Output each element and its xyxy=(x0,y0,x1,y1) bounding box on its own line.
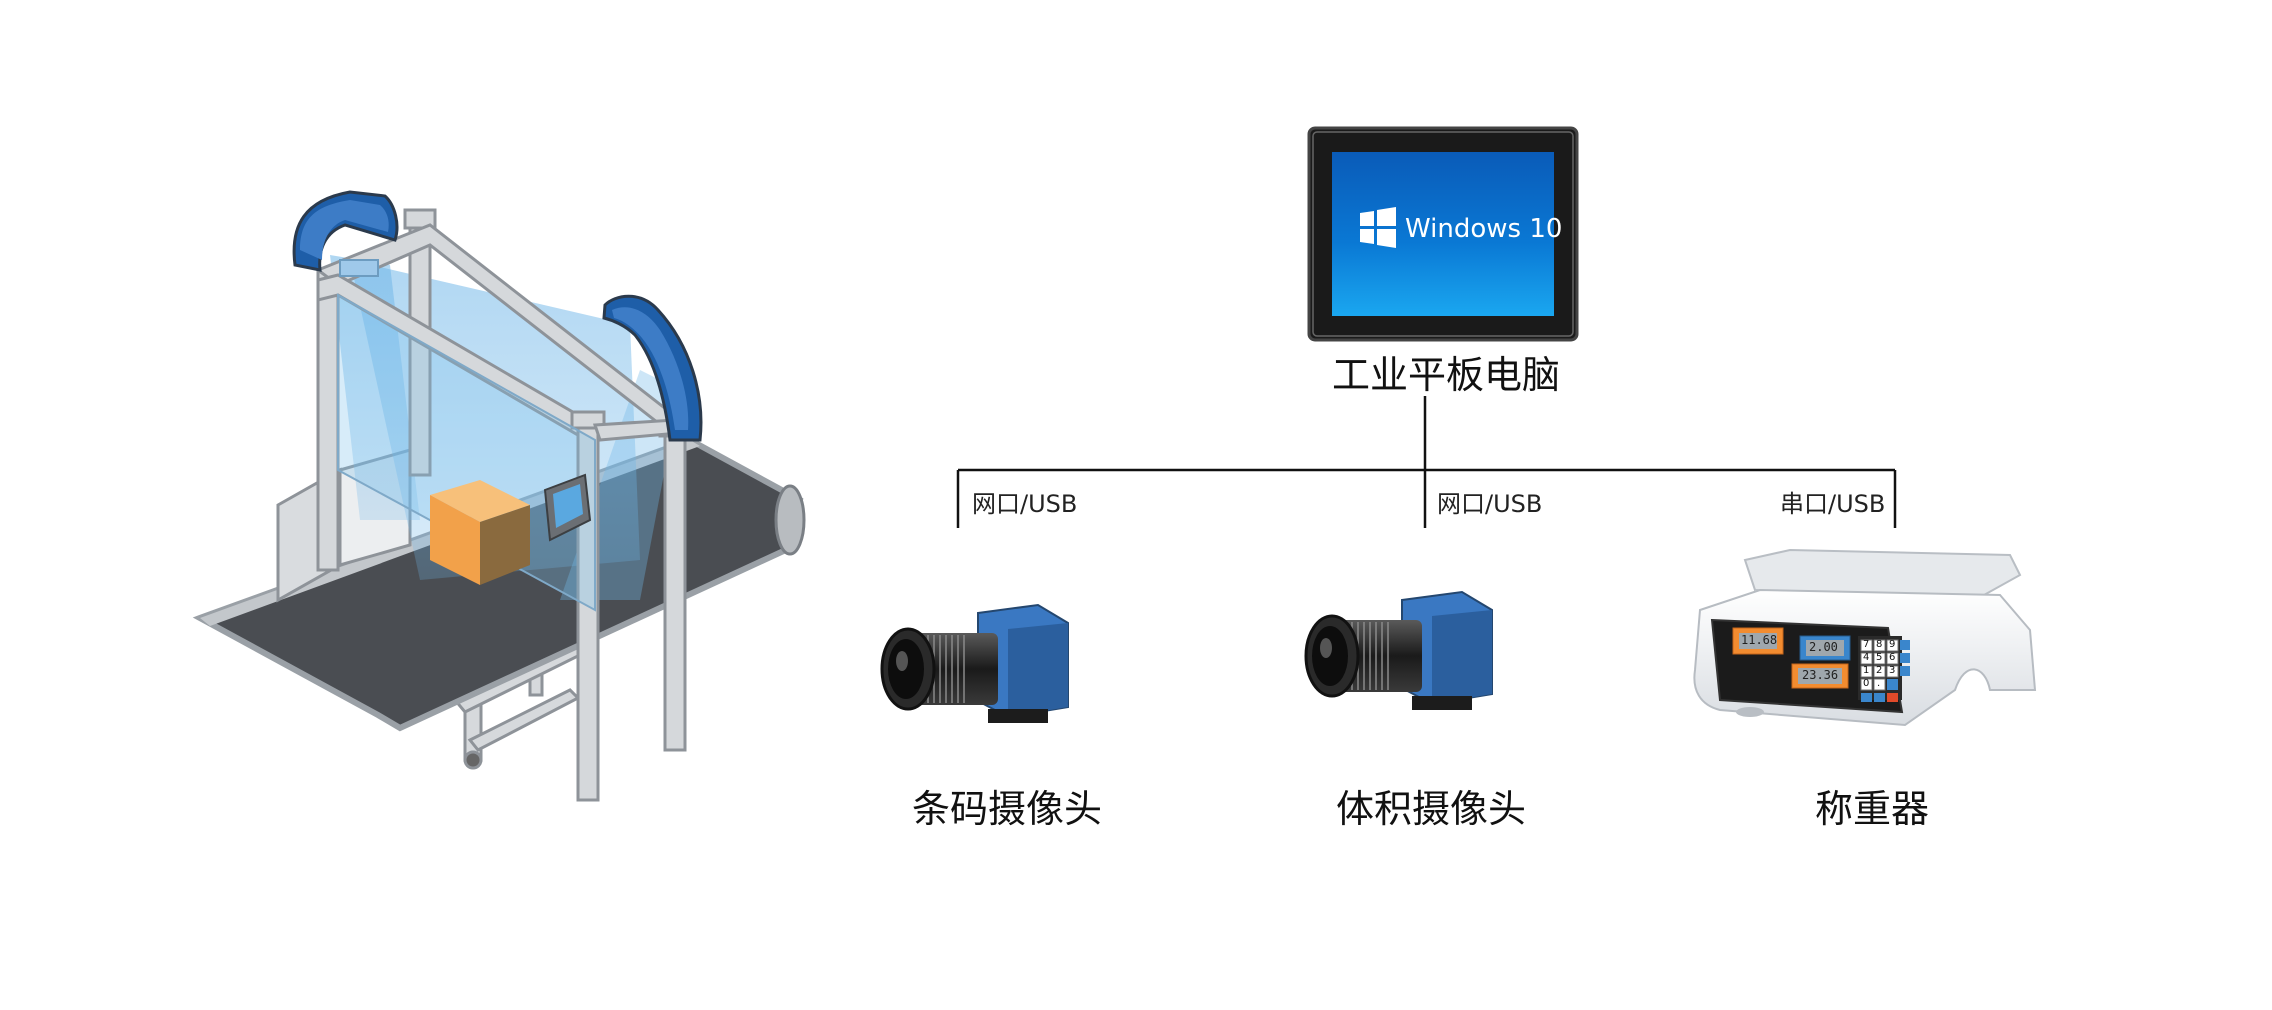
connection-label-volume: 网口/USB xyxy=(1437,490,1543,518)
lens xyxy=(880,627,998,711)
barcode-camera xyxy=(880,603,1069,723)
key-3: 3 xyxy=(1889,665,1896,676)
key-8: 8 xyxy=(1876,639,1883,650)
key-7: 7 xyxy=(1863,639,1870,650)
scanner-right xyxy=(602,294,703,442)
key-5: 5 xyxy=(1876,652,1883,663)
key-4: 4 xyxy=(1863,652,1870,663)
industrial-tablet xyxy=(1307,126,1579,342)
frame-display xyxy=(543,473,592,542)
tablet-title: 工业平板电脑 xyxy=(1332,353,1561,397)
os-label: Windows 10 xyxy=(1405,214,1563,244)
key-1: 1 xyxy=(1863,665,1870,676)
scale-price-value: 2.00 xyxy=(1809,640,1838,654)
weighing-scale xyxy=(1693,548,2037,727)
parcel-box xyxy=(430,480,530,585)
key-9: 9 xyxy=(1889,639,1896,650)
windows-logo-icon xyxy=(1360,207,1396,248)
scale-keypad xyxy=(1858,636,1910,702)
volume-camera xyxy=(1304,590,1493,710)
glass-panel xyxy=(337,293,596,612)
connection-label-barcode: 网口/USB xyxy=(972,490,1078,518)
key-0: 0 xyxy=(1863,678,1870,689)
belt-roller xyxy=(774,484,806,556)
device-title-barcode-camera: 条码摄像头 xyxy=(912,787,1103,831)
scanner-top-left xyxy=(292,190,399,277)
key-dot: . xyxy=(1877,678,1881,689)
scale-weight-value: 11.68 xyxy=(1741,633,1778,647)
key-6: 6 xyxy=(1889,652,1896,663)
key-2: 2 xyxy=(1876,665,1883,676)
connector-tree xyxy=(956,396,1897,528)
conveyor-machine xyxy=(192,190,806,802)
gantry-frame xyxy=(314,208,694,802)
device-title-scale: 称重器 xyxy=(1815,787,1930,831)
lens xyxy=(1304,614,1422,698)
connection-label-scale: 串口/USB xyxy=(1780,490,1886,518)
device-title-volume-camera: 体积摄像头 xyxy=(1336,787,1527,831)
scale-total-value: 23.36 xyxy=(1802,668,1839,682)
